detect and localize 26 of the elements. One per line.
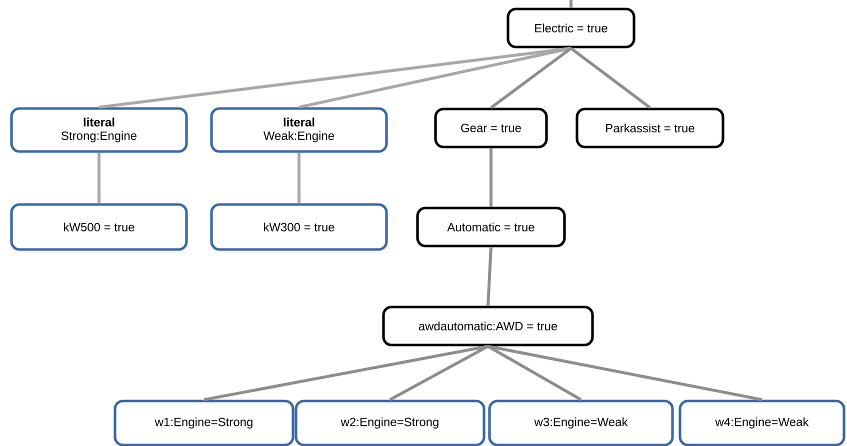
connector-line — [98, 46, 572, 109]
engine-box: w2:Engine=Strong — [294, 400, 486, 446]
connector-line — [570, 0, 572, 8]
engine-box: kW500 = true — [10, 203, 188, 251]
engine-box: kW300 = true — [210, 203, 388, 251]
connector-line — [204, 344, 488, 402]
connector-line — [490, 47, 572, 109]
condition-box: Parkassist = true — [576, 108, 724, 148]
engine-box: w4:Engine=Weak — [678, 400, 846, 446]
condition-box: awdautomatic:AWD = true — [382, 306, 594, 346]
condition-box: Automatic = true — [416, 206, 566, 248]
condition-box: Electric = true — [506, 8, 636, 48]
engine-box: w1:Engine=Strong — [114, 400, 294, 446]
connector-line — [298, 152, 300, 204]
connector-line — [298, 46, 572, 109]
condition-box: Gear = true — [434, 108, 548, 148]
connector-line — [488, 344, 762, 402]
connector-line — [486, 247, 492, 306]
connector-line — [389, 344, 489, 401]
connector-line — [98, 152, 100, 204]
engine-box: w3:Engine=Weak — [488, 400, 674, 446]
connector-line — [487, 345, 582, 401]
connector-line — [490, 148, 492, 207]
engine-box: literal Strong:Engine — [10, 107, 188, 153]
engine-box: literal Weak:Engine — [210, 107, 388, 153]
connector-line — [570, 47, 651, 109]
